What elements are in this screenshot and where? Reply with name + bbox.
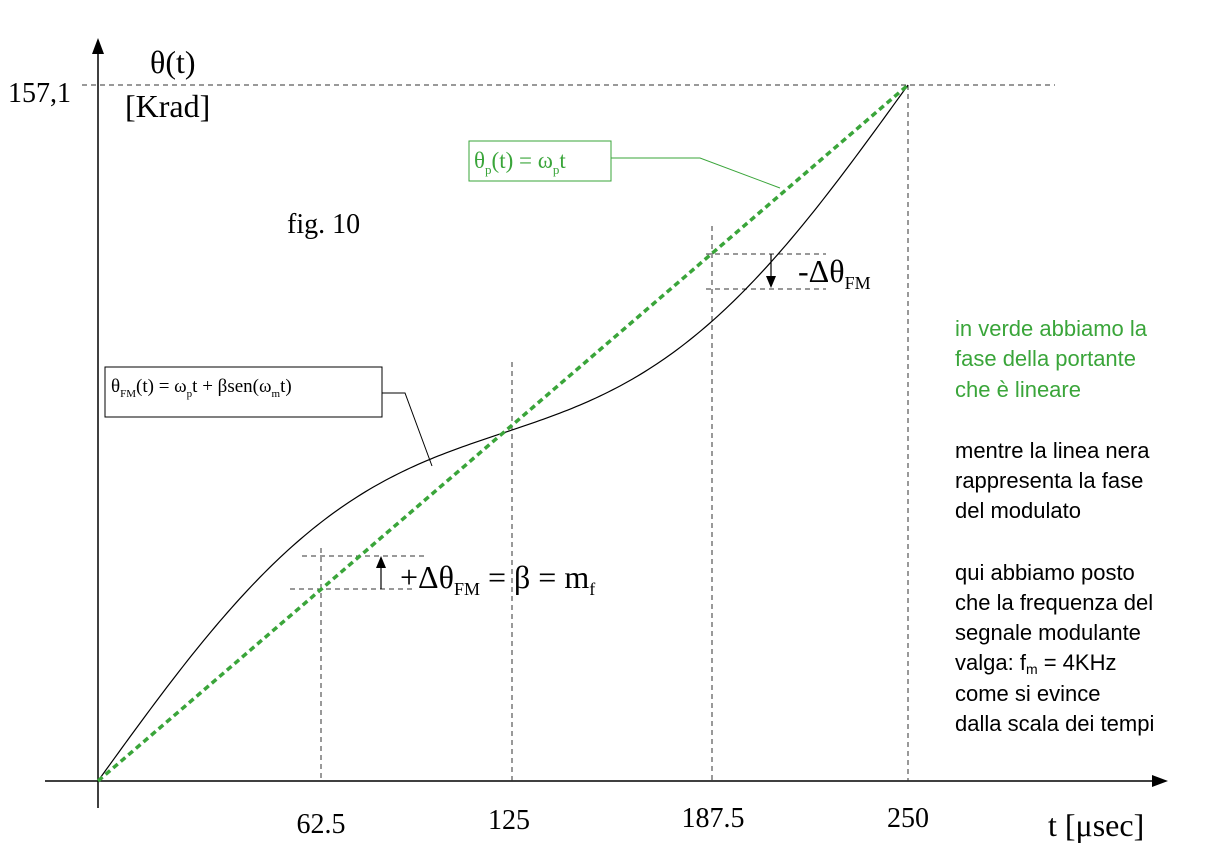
note-green-line: fase della portante	[955, 346, 1136, 371]
x-tick-label: 250	[887, 803, 929, 834]
y-axis-arrow-icon	[92, 38, 104, 54]
note-line: valga: fm = 4KHz	[955, 650, 1116, 677]
x-axis-arrow-icon	[1152, 775, 1168, 787]
fm-label-leader	[382, 392, 433, 467]
note-green-line: che è lineare	[955, 377, 1081, 402]
x-tick-label: 187.5	[682, 803, 745, 834]
note-line: che la frequenza del	[955, 590, 1153, 615]
note-line: rappresenta la fase	[955, 468, 1143, 493]
notes-block: in verde abbiamo la fase della portante …	[955, 316, 1154, 736]
note-line: dalla scala dei tempi	[955, 711, 1154, 736]
fig-label: fig. 10	[287, 209, 360, 240]
fm-label-box	[104, 366, 383, 418]
minus-delta-label: -ΔθFM	[798, 253, 871, 293]
note-line: segnale modulante	[955, 620, 1141, 645]
carrier-label: θp(t) = ωpt	[474, 148, 566, 177]
fm-label: θFM(t) = ωpt + βsen(ωmt)	[111, 376, 292, 400]
y-axis-unit: [Krad]	[125, 88, 210, 124]
y-axis-title: θ(t)	[150, 44, 196, 80]
y-max-label: 157,1	[8, 78, 71, 109]
x-tick-label: 62.5	[297, 809, 346, 840]
x-axis-title: t [μsec]	[1048, 807, 1144, 843]
note-green-line: in verde abbiamo la	[955, 316, 1148, 341]
up-arrow-icon	[376, 556, 386, 568]
carrier-label-box	[468, 140, 612, 182]
carrier-label-leader	[611, 157, 781, 189]
x-tick-label: 125	[488, 805, 530, 836]
note-line: del modulato	[955, 498, 1081, 523]
down-arrow-icon	[766, 276, 776, 288]
plus-delta-label: +ΔθFM = β = mf	[400, 559, 595, 599]
note-line: qui abbiamo posto	[955, 560, 1135, 585]
carrier-phase-line	[96, 83, 910, 783]
note-line: mentre la linea nera	[955, 438, 1150, 463]
note-line: come si evince	[955, 681, 1101, 706]
